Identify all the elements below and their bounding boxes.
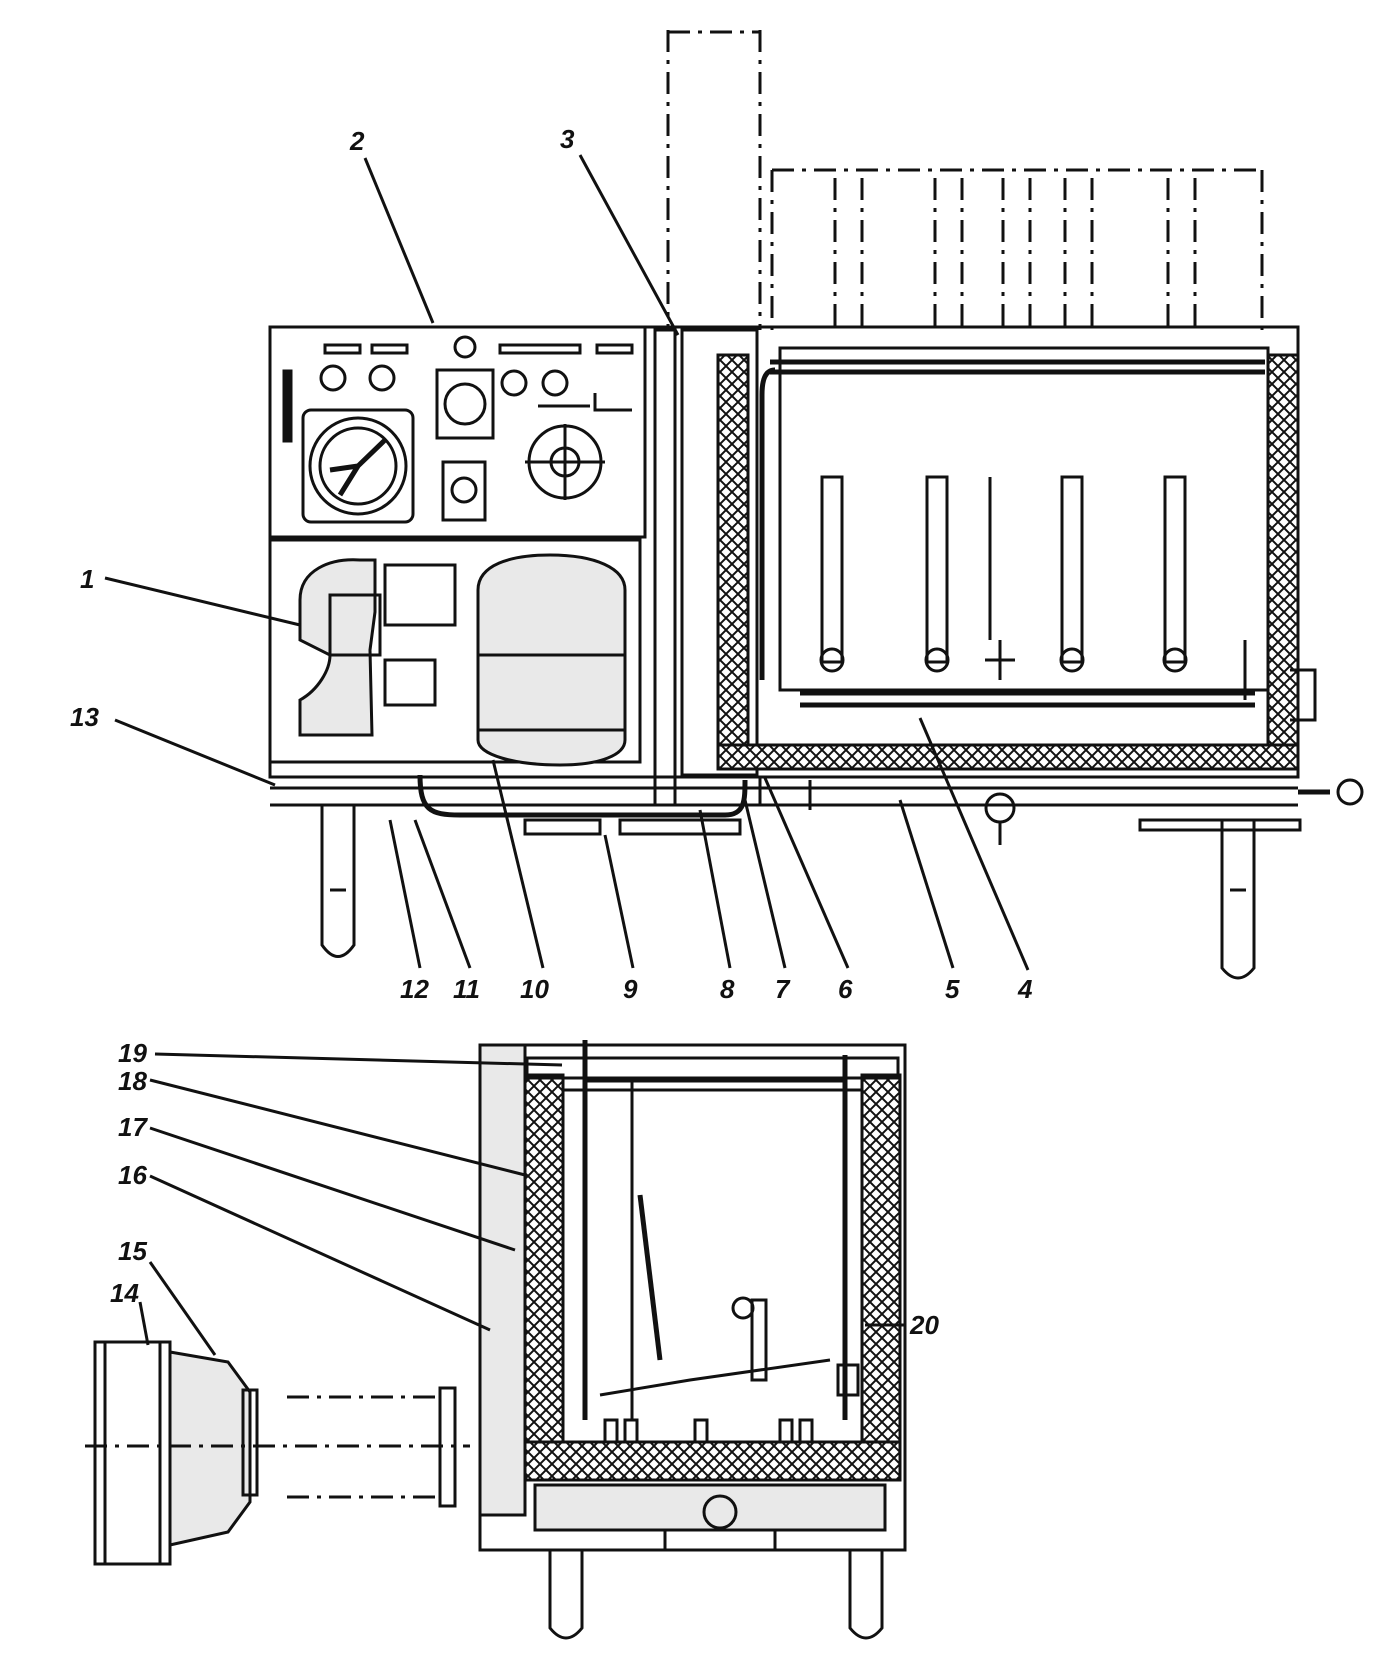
load-outline bbox=[770, 168, 1264, 330]
baking-chamber bbox=[716, 346, 1317, 771]
end-legs bbox=[548, 1550, 884, 1640]
end-casing bbox=[478, 1040, 907, 1552]
handwheel-icon bbox=[525, 424, 605, 500]
callout-15: 15 bbox=[118, 1236, 147, 1266]
callout-11: 11 bbox=[453, 974, 480, 1004]
callout-17: 17 bbox=[118, 1112, 148, 1142]
switch-icon bbox=[435, 368, 495, 522]
callout-2: 2 bbox=[349, 126, 365, 156]
callout-18: 18 bbox=[118, 1066, 147, 1096]
callout-1: 1 bbox=[80, 564, 94, 594]
callout-9: 9 bbox=[623, 974, 638, 1004]
frame-and-pipes bbox=[417, 774, 1364, 845]
end-view bbox=[85, 1040, 907, 1640]
trays bbox=[819, 475, 1188, 680]
callout-10: 10 bbox=[520, 974, 549, 1004]
leader-lines bbox=[104, 154, 1030, 1356]
control-panel bbox=[268, 325, 647, 539]
chimney bbox=[666, 30, 762, 330]
legs bbox=[320, 805, 1256, 980]
callout-6: 6 bbox=[838, 974, 853, 1004]
flue-duct bbox=[653, 328, 759, 807]
callout-13: 13 bbox=[70, 702, 99, 732]
callout-14: 14 bbox=[110, 1278, 139, 1308]
callout-3: 3 bbox=[560, 124, 575, 154]
callout-20: 20 bbox=[909, 1310, 939, 1340]
callout-8: 8 bbox=[720, 974, 735, 1004]
blower-compartment bbox=[268, 538, 642, 767]
callout-16: 16 bbox=[118, 1160, 147, 1190]
callout-12: 12 bbox=[400, 974, 429, 1004]
side-view bbox=[268, 30, 1364, 980]
callout-5: 5 bbox=[945, 974, 960, 1004]
indicator-lamp-icon bbox=[319, 335, 634, 397]
blower-fan bbox=[85, 1340, 470, 1566]
callout-labels: 1 2 3 4 5 6 7 8 9 10 11 12 13 14 15 16 1… bbox=[70, 124, 1033, 1340]
pressure-gauge-icon bbox=[301, 408, 415, 524]
callout-7: 7 bbox=[775, 974, 791, 1004]
callout-19: 19 bbox=[118, 1038, 147, 1068]
callout-4: 4 bbox=[1017, 974, 1033, 1004]
